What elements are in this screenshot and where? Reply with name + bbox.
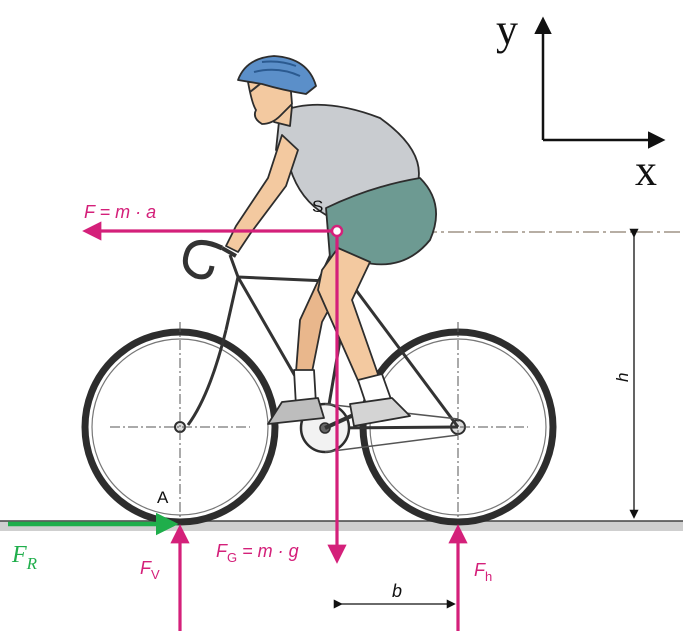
- rider: [225, 55, 437, 427]
- front-normal-force-label-sub: V: [151, 567, 160, 582]
- height-label: h: [613, 373, 632, 382]
- ground: [0, 521, 683, 531]
- height-dimension: h: [340, 228, 683, 519]
- helmet: [237, 55, 317, 95]
- chain-bottom: [324, 434, 459, 453]
- y-axis-label: y: [496, 5, 518, 54]
- x-axis-label: x: [635, 146, 657, 195]
- contact-point-label: A: [157, 488, 169, 507]
- center-of-mass-point: [330, 224, 344, 238]
- offset-dimension: b: [333, 581, 456, 609]
- gravity-force-label-sub: G: [227, 550, 237, 565]
- rear-normal-force-label-sub: h: [485, 569, 492, 584]
- rider-front-shoe: [349, 397, 411, 427]
- inertia-force-label: F = m · a: [84, 202, 156, 222]
- forces: F = m · a FG = m · g FV Fh FR: [8, 202, 492, 631]
- front-normal-force-label: FV: [140, 558, 160, 582]
- rider-face: [247, 79, 293, 125]
- handlebar: [182, 240, 224, 280]
- center-of-mass-label: S: [312, 197, 323, 216]
- gravity-force-label: FG = m · g: [216, 541, 299, 565]
- rider-front-leg: [317, 247, 381, 386]
- coordinate-axes: y x: [496, 5, 666, 195]
- gravity-force-label-rest: = m · g: [237, 541, 299, 561]
- friction-force-label-sub: R: [26, 554, 38, 573]
- friction-force-label-base: F: [11, 542, 27, 568]
- front-normal-force-label-base: F: [140, 558, 152, 578]
- rear-normal-force-label-base: F: [474, 560, 486, 580]
- rear-normal-force-label: Fh: [474, 560, 492, 584]
- gravity-force-label-base: F: [216, 541, 228, 561]
- friction-force-label: FR: [11, 542, 38, 573]
- offset-label: b: [392, 581, 402, 601]
- rider-shorts: [325, 177, 437, 266]
- rider-arm: [225, 134, 299, 253]
- rider-rear-shoe: [267, 397, 325, 425]
